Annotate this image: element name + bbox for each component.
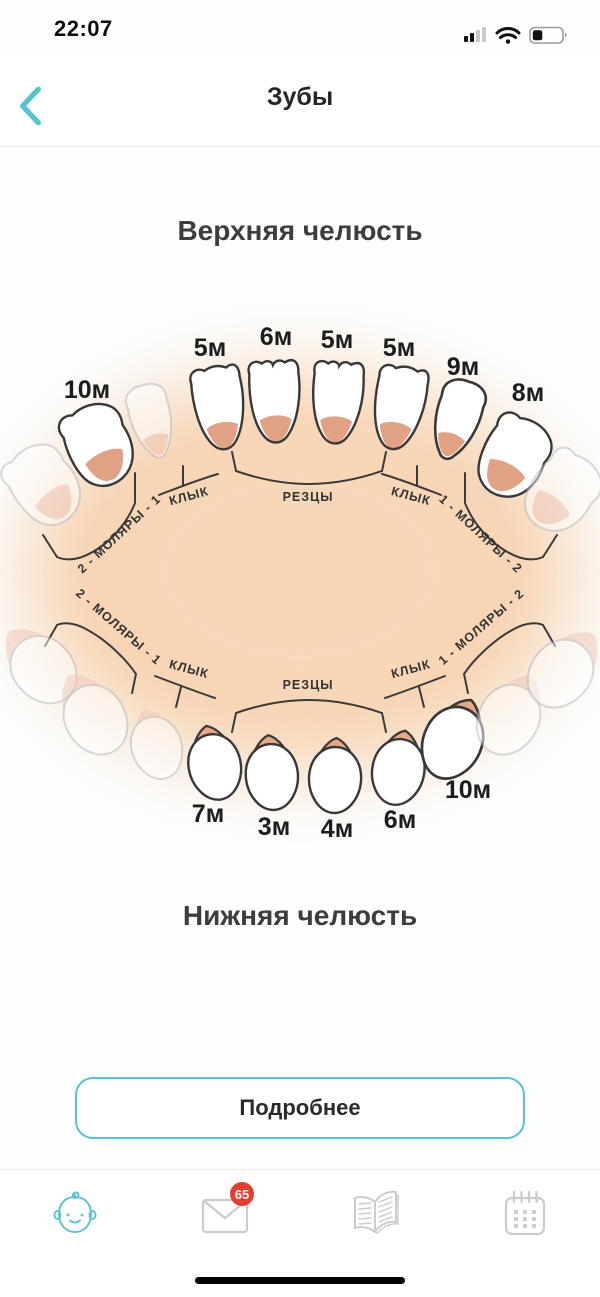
- tooth-upper-5m-3: [366, 361, 432, 455]
- upper-tooth-label-9m: 9м: [447, 353, 479, 381]
- tooth-lower-ghost-canine-left: [122, 703, 192, 787]
- lower-tooth-label-10m: 10м: [445, 776, 491, 804]
- upper-jaw-heading: Верхняя челюсть: [177, 215, 423, 246]
- upper-tooth-label-10m: 10м: [64, 376, 110, 404]
- battery-icon: [529, 26, 567, 44]
- nav-bar: Зубы: [0, 55, 600, 147]
- lower-tooth-label-4m: 4м: [321, 815, 353, 843]
- page-title: Зубы: [266, 83, 334, 111]
- tooth-upper-6m: [246, 358, 304, 445]
- upper-tooth-label-5m-3: 5м: [383, 334, 415, 362]
- upper-incisors-label: РЕЗЦЫ: [283, 490, 334, 504]
- envelope-icon: [201, 1198, 249, 1234]
- teeth-diagram-svg: 2 - МОЛЯРЫ - 1 КЛЫК РЕЗЦЫ КЛЫК 1 - МОЛЯР…: [0, 323, 600, 843]
- calendar-icon: [504, 1190, 546, 1236]
- back-button[interactable]: [16, 85, 46, 127]
- tab-calendar[interactable]: [450, 1170, 600, 1297]
- tooth-lower-7m: [181, 720, 249, 806]
- lower-brackets: 2 - МОЛЯРЫ - 1 КЛЫК РЕЗЦЫ КЛЫК 1 - МОЛЯР…: [44, 586, 556, 733]
- lower-tooth-label-7m: 7м: [192, 800, 224, 828]
- lower-tooth-label-6m: 6м: [384, 806, 416, 834]
- tooth-upper-5m-2: [309, 359, 366, 446]
- mail-badge: 65: [230, 1182, 254, 1206]
- lower-jaw-heading: Нижняя челюсть: [182, 900, 418, 931]
- tooth-lower-6m: [365, 725, 431, 811]
- status-icons: [464, 26, 567, 44]
- baby-face-icon: [53, 1191, 97, 1234]
- lower-canine-right-label: КЛЫК: [390, 657, 433, 681]
- signal-bars-icon: [464, 27, 486, 42]
- mouth-glow-inner: [110, 430, 490, 710]
- tab-bar: 65: [0, 1169, 600, 1297]
- status-bar: 22:07: [0, 0, 600, 55]
- tab-book[interactable]: [300, 1170, 450, 1297]
- upper-canine-left-label: КЛЫК: [168, 484, 211, 508]
- details-button[interactable]: Подробнее: [75, 1077, 525, 1139]
- lower-canine-left-label: КЛЫК: [168, 657, 211, 681]
- upper-molars-right-label: 1 - МОЛЯРЫ - 2: [436, 492, 525, 576]
- lower-molars-left-label: 2 - МОЛЯРЫ - 1: [73, 586, 164, 668]
- upper-tooth-label-8m: 8м: [512, 379, 544, 407]
- upper-canine-right-label: КЛЫК: [390, 484, 433, 508]
- tooth-lower-4m: [306, 736, 364, 816]
- tooth-lower-3m: [241, 732, 303, 814]
- tab-baby[interactable]: [0, 1170, 150, 1297]
- lower-molars-right-label: 1 - МОЛЯРЫ - 2: [436, 586, 527, 668]
- upper-molars-left-label: 2 - МОЛЯРЫ - 1: [75, 492, 164, 576]
- open-book-icon: [354, 1190, 400, 1234]
- upper-tooth-label-6m: 6м: [260, 323, 292, 351]
- home-indicator[interactable]: [195, 1277, 405, 1284]
- tab-mail[interactable]: 65: [150, 1170, 300, 1297]
- lower-tooth-label-3m: 3м: [258, 813, 290, 841]
- lower-incisors-label: РЕЗЦЫ: [283, 678, 334, 692]
- tooth-upper-5m-1: [187, 361, 253, 455]
- status-time: 22:07: [54, 16, 113, 41]
- chevron-left-icon: [19, 86, 41, 126]
- tooth-upper-9m: [422, 373, 492, 467]
- wifi-icon: [495, 27, 521, 44]
- upper-tooth-label-5m-1: 5м: [194, 334, 226, 362]
- teeth-diagram: 2 - МОЛЯРЫ - 1 КЛЫК РЕЗЦЫ КЛЫК 1 - МОЛЯР…: [0, 280, 600, 860]
- upper-tooth-label-5m-2: 5м: [321, 326, 353, 354]
